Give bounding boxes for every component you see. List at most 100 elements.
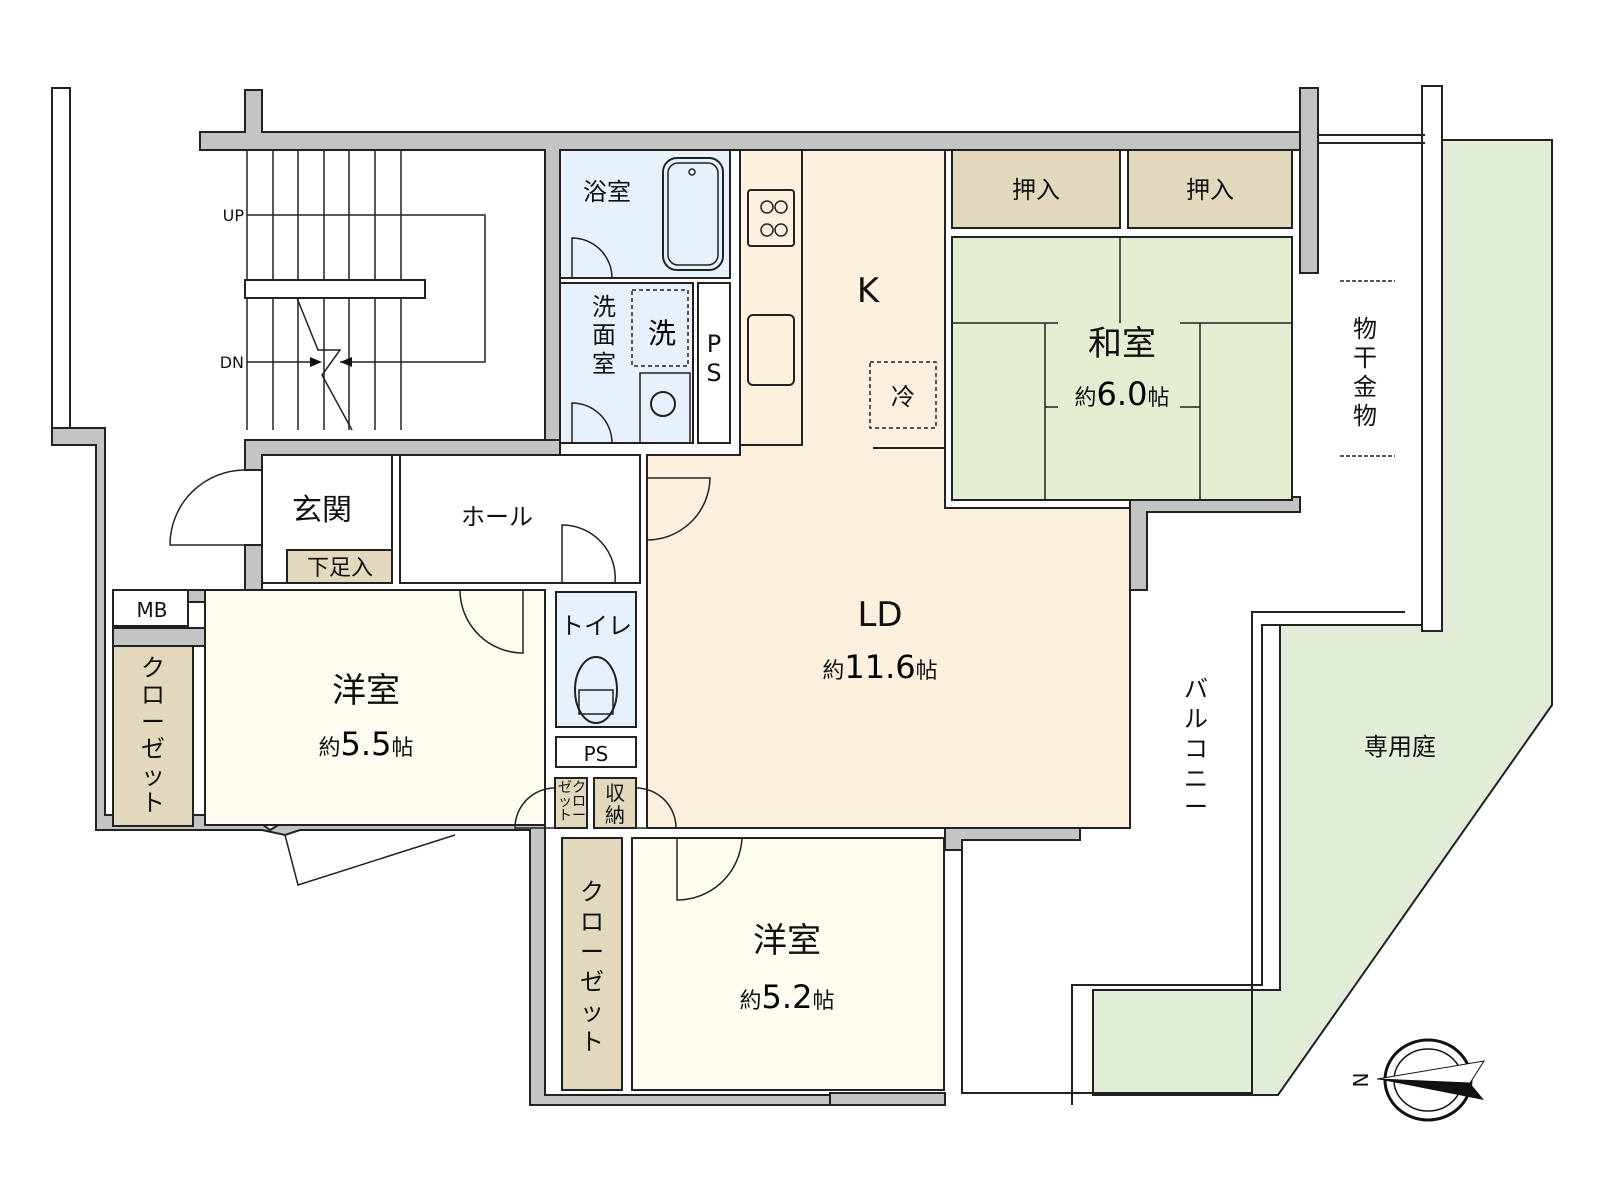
svg-text:ッ: ッ (141, 762, 165, 790)
bath-label: 浴室 (583, 178, 631, 206)
tatami-lines (952, 237, 1292, 500)
burner-icon (774, 200, 788, 214)
bathtub-icon (662, 157, 724, 271)
closet-2-label: ク ロ ー ゼ ッ ト (580, 878, 604, 1056)
compass-icon (1376, 1038, 1486, 1122)
storage-door-icon (635, 787, 677, 829)
washroom-label-3: 室 (592, 350, 616, 378)
fridge-label: 冷 (891, 383, 915, 411)
svg-text:ー: ー (572, 808, 586, 824)
small-closet-label: ク ロ ー ゼ ッ ト (558, 780, 586, 824)
left-rail (51, 87, 71, 429)
hall-room (399, 454, 641, 584)
small-closet (554, 777, 588, 829)
svg-text:ク: ク (572, 780, 586, 796)
svg-text:ト: ト (558, 808, 572, 824)
burner-icon (774, 223, 788, 237)
toilet-icon (574, 656, 618, 724)
yoshitsu-1-size: 約5.5帖 (319, 725, 414, 763)
svg-text:ー: ー (141, 708, 165, 736)
svg-text:ト: ト (141, 789, 165, 817)
toilet-tank (578, 689, 614, 715)
svg-text:ゼ: ゼ (558, 780, 572, 796)
hall-label: ホール (461, 503, 533, 531)
drain-icon (688, 168, 696, 176)
bathtub-inner (667, 162, 719, 266)
ps-lower (555, 736, 637, 768)
washer-space-icon (631, 289, 689, 367)
svg-text:ク: ク (141, 654, 165, 682)
closet-1-label: ク ロ ー ゼ ッ ト (141, 654, 165, 817)
washitsu-room (951, 236, 1293, 501)
svg-text:コ: コ (1184, 735, 1208, 763)
toilet-door-icon (561, 524, 616, 584)
wall-segment (244, 544, 263, 591)
washroom-label-1: 洗 (592, 293, 616, 321)
monohoshi-c4: 物 (1353, 402, 1377, 430)
oshiire-1-label: 押入 (1012, 176, 1060, 204)
ld-label: LD (857, 595, 902, 635)
yoshitsu-2-label: 洋室 (753, 921, 821, 961)
stairs-up-label: UP (223, 206, 245, 225)
monohoshi-c3: 金 (1353, 373, 1377, 401)
svg-text:バ: バ (1184, 675, 1208, 703)
oshiire-2-label: 押入 (1186, 176, 1234, 204)
shuno (593, 777, 637, 829)
monohoshi-c2: 干 (1353, 344, 1377, 372)
yoshitsu-1-door-icon (459, 589, 524, 654)
wall-segment (112, 627, 206, 647)
wall-segment (944, 825, 1081, 851)
washitsu-size: 約6.0帖 (1075, 375, 1170, 413)
genkan-label: 玄関 (292, 493, 352, 528)
svg-text:ゼ: ゼ (580, 968, 604, 996)
mb-label: MB (137, 598, 168, 622)
oshiire-2 (1127, 149, 1293, 229)
yoshitsu-2-room (631, 837, 945, 1091)
bay-window (284, 834, 456, 886)
stair-treads (244, 150, 486, 431)
kitchen-counter (739, 149, 803, 446)
yoshitsu-1-label: 洋室 (332, 671, 400, 711)
entrance-door-icon[interactable] (169, 469, 246, 546)
east-wall (1299, 87, 1319, 274)
svg-text:ロ: ロ (572, 794, 586, 810)
svg-text:ロ: ロ (141, 681, 165, 709)
svg-text:ゼ: ゼ (141, 735, 165, 763)
washer-label: 洗 (648, 317, 676, 350)
oshiire-1 (951, 149, 1121, 229)
burner-icon (760, 223, 774, 237)
washroom (559, 282, 694, 444)
wall-segment (829, 1092, 946, 1106)
closet-1 (112, 645, 194, 827)
yoshitsu-1-room (204, 589, 546, 826)
washitsu-label: 和室 (1088, 324, 1156, 364)
svg-text:ニ: ニ (1184, 765, 1208, 793)
svg-text:ー: ー (1184, 793, 1208, 821)
svg-text:ル: ル (1184, 705, 1208, 733)
closet-door-icon (514, 787, 556, 829)
toilet-room (555, 591, 637, 728)
balcony-rail-post (1421, 85, 1443, 632)
balcony-outline (961, 611, 1405, 1094)
svg-text:ー: ー (580, 938, 604, 966)
ps-upper (697, 282, 731, 444)
washroom-label-2: 面 (592, 321, 616, 349)
yoshitsu-2-door-icon (676, 837, 743, 901)
burner-icon (760, 200, 774, 214)
svg-text:ッ: ッ (558, 794, 572, 810)
kitchen-sink-icon (747, 314, 795, 386)
washroom-door-icon (571, 402, 613, 444)
balcony-label: バ ル コ ニ ー (1184, 675, 1208, 821)
compass-north-label: N (1348, 1073, 1372, 1088)
bath-door-icon (571, 237, 613, 279)
closet-2 (561, 837, 623, 1091)
svg-text:ク: ク (580, 878, 604, 906)
ld-size: 約11.6帖 (822, 648, 937, 686)
ld-door-icon (646, 477, 711, 541)
wall-segment (1129, 496, 1301, 591)
stairs-dn-label: DN (220, 353, 244, 372)
sink-icon (650, 391, 676, 417)
toilet-label: トイレ (560, 612, 632, 640)
shuno-label-2: 納 (605, 803, 625, 827)
